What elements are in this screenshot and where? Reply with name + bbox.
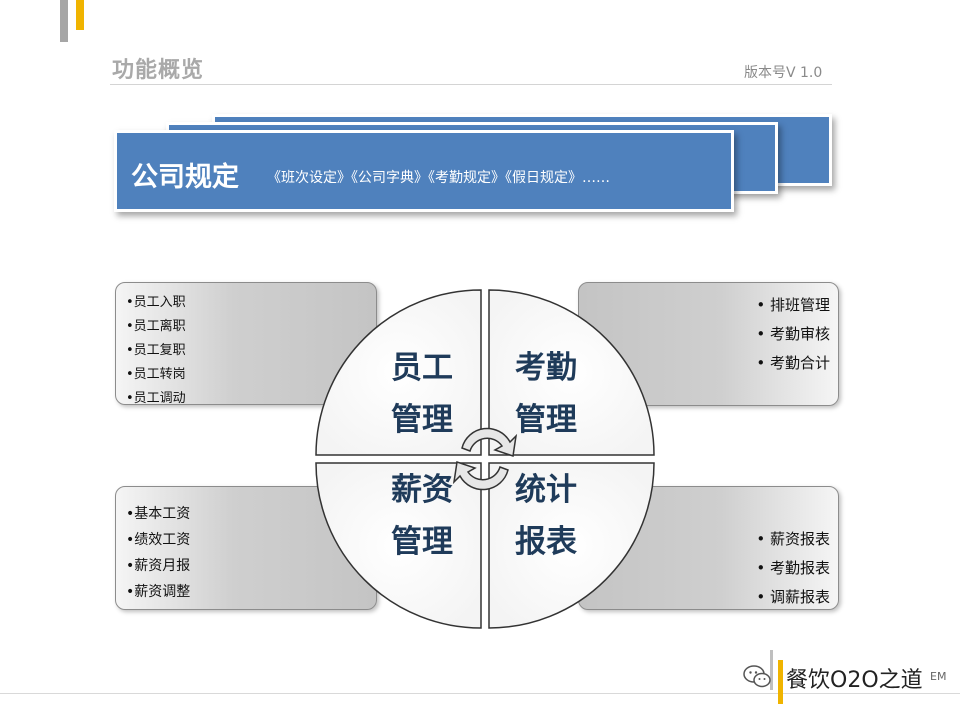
quadrant-top-right — [488, 289, 655, 456]
banner-title: 公司规定 — [131, 162, 239, 193]
list-item: •员工离职 — [126, 319, 186, 334]
report-items-list: • 薪资报表 • 考勤报表 • 调薪报表 — [756, 525, 830, 612]
footer-small-text: EM — [930, 670, 947, 683]
accent-bar-gray — [60, 0, 68, 42]
quadrant-label-employee[interactable]: 员工 管理 — [391, 350, 453, 438]
quadrant-label-reports[interactable]: 统计 报表 — [515, 472, 577, 560]
list-item: • 考勤审核 — [756, 325, 830, 343]
quadrant-label-salary[interactable]: 薪资 管理 — [391, 472, 453, 560]
quadrant-top-left — [315, 289, 482, 456]
employee-items-list: •员工入职 •员工离职 •员工复职 •员工转岗 •员工调动 — [126, 291, 186, 411]
quadrant-bottom-right — [488, 462, 655, 629]
list-item: •薪资调整 — [126, 584, 191, 600]
list-item: • 薪资报表 — [756, 530, 830, 548]
title-divider — [110, 84, 832, 85]
list-item: •绩效工资 — [126, 532, 191, 548]
wechat-icon — [742, 664, 772, 690]
module-circle-graphic — [315, 289, 655, 629]
list-item: • 考勤合计 — [756, 354, 830, 372]
quadrant-bottom-left — [315, 462, 482, 629]
footer-accent-yellow — [778, 660, 783, 704]
version-label: 版本号V 1.0 — [744, 65, 823, 81]
list-item: • 考勤报表 — [756, 559, 830, 577]
list-item: •员工复职 — [126, 343, 186, 358]
list-item: •薪资月报 — [126, 558, 191, 574]
list-item: •员工调动 — [126, 391, 186, 406]
list-item: •基本工资 — [126, 506, 191, 522]
banner-subtitle: 《班次设定》《公司字典》《考勤规定》《假日规定》…… — [267, 170, 610, 186]
salary-items-list: •基本工资 •绩效工资 •薪资月报 •薪资调整 — [126, 501, 190, 605]
list-item: •员工入职 — [126, 295, 186, 310]
list-item: • 排班管理 — [756, 296, 830, 314]
page-title: 功能概览 — [112, 58, 205, 83]
footer-accent-gray — [770, 650, 773, 690]
module-circle: 员工 管理 考勤 管理 薪资 管理 统计 报表 — [312, 286, 658, 632]
footer-divider — [0, 693, 960, 694]
attendance-items-list: • 排班管理 • 考勤审核 • 考勤合计 — [756, 291, 830, 378]
list-item: •员工转岗 — [126, 367, 186, 382]
panel-attendance-management[interactable]: • 排班管理 • 考勤审核 • 考勤合计 — [578, 282, 839, 406]
footer-watermark: 餐饮O2O之道 — [786, 668, 923, 693]
banner-company-rules[interactable]: 公司规定 《班次设定》《公司字典》《考勤规定》《假日规定》…… — [114, 130, 734, 212]
list-item: • 调薪报表 — [756, 588, 830, 606]
quadrant-label-attendance[interactable]: 考勤 管理 — [515, 350, 577, 438]
refresh-arrows-icon — [452, 427, 518, 491]
accent-bar-yellow — [76, 0, 84, 30]
